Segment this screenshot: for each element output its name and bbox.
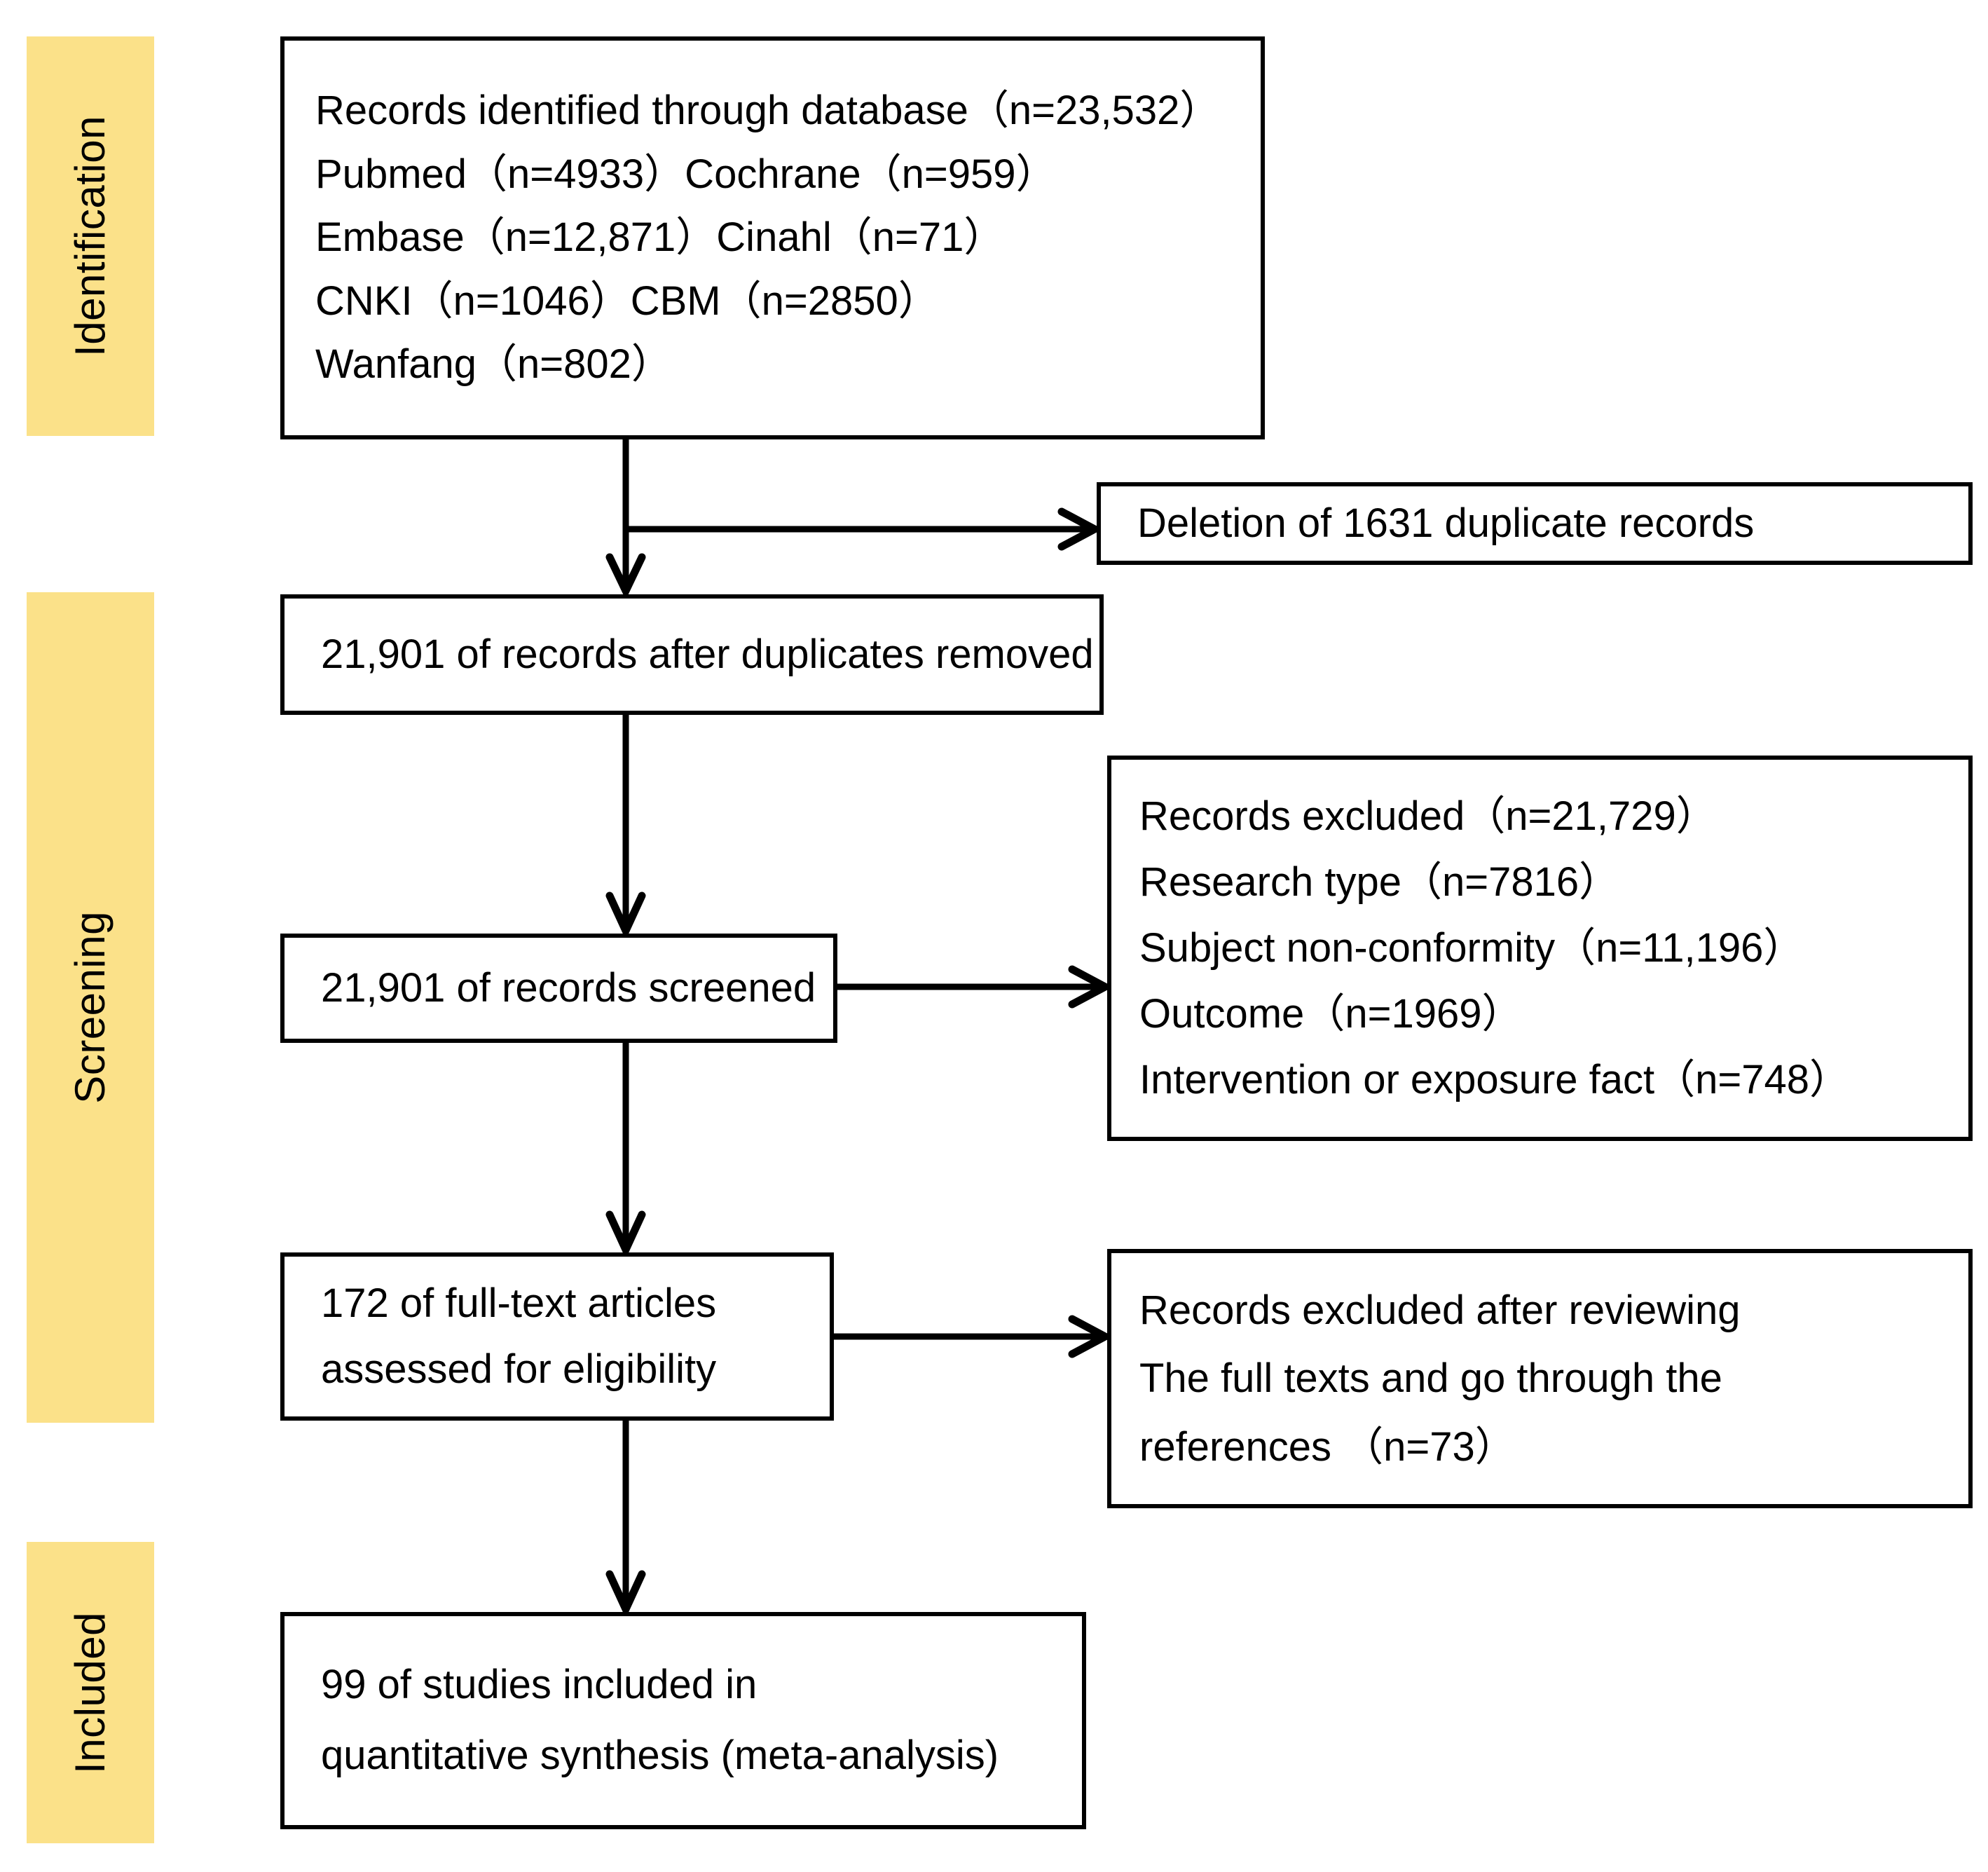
box-line: Records identified through database（n=23… [315, 88, 1221, 134]
fulltext-assessed-box: 172 of full-text articles assessed for e… [280, 1252, 834, 1421]
stage-band-screening: Screening [27, 592, 154, 1423]
records-excluded-after-review-box: Records excluded after reviewing The ful… [1107, 1249, 1973, 1508]
box-line: assessed for eligibility [321, 1346, 717, 1392]
box-line: Outcome（n=1969） [1139, 990, 1523, 1037]
connector-identified-to-duplicates [626, 507, 1103, 551]
studies-included-box: 99 of studies included in quantitative s… [280, 1612, 1086, 1829]
connector-identified-to-after-dupes [605, 439, 646, 600]
box-line: 21,901 of records screened [321, 964, 816, 1011]
connector-fulltext-to-excluded-review [834, 1315, 1113, 1358]
box-line: Deletion of 1631 duplicate records [1137, 500, 1755, 546]
records-identified-box: Records identified through database（n=23… [280, 36, 1265, 439]
box-line: references （n=73） [1139, 1423, 1516, 1470]
box-line: Records excluded after reviewing [1139, 1287, 1741, 1333]
box-line: Research type（n=7816） [1139, 859, 1620, 906]
records-screened-box: 21,901 of records screened [280, 934, 837, 1043]
box-line: The full texts and go through the [1139, 1355, 1722, 1402]
box-line: Intervention or exposure fact（n=748） [1139, 1056, 1850, 1102]
stage-label-identification: Identification [67, 116, 114, 357]
box-line: Embase（n=12,871）Cinahl（n=71） [315, 214, 1005, 261]
duplicates-deleted-box: Deletion of 1631 duplicate records [1097, 482, 1973, 565]
stage-band-identification: Identification [27, 36, 154, 436]
box-line: 172 of full-text articles [321, 1280, 717, 1327]
stage-label-included: Included [67, 1611, 114, 1774]
connector-screened-to-excluded [837, 965, 1113, 1009]
records-after-duplicates-box: 21,901 of records after duplicates remov… [280, 594, 1104, 715]
box-line: Subject non-conformity（n=11,196） [1139, 925, 1804, 971]
box-line: Pubmed（n=4933）Cochrane（n=959） [315, 151, 1057, 197]
stage-label-screening: Screening [67, 911, 114, 1104]
box-line: CNKI（n=1046）CBM（n=2850） [315, 278, 939, 324]
connector-after-dupes-to-screened [605, 715, 646, 941]
stage-band-included: Included [27, 1542, 154, 1843]
box-line: quantitative synthesis (meta-analysis) [321, 1733, 999, 1778]
connector-screened-to-fulltext [605, 1043, 646, 1259]
records-excluded-box: Records excluded（n=21,729） Research type… [1107, 756, 1973, 1141]
box-line: 99 of studies included in [321, 1662, 758, 1708]
connector-fulltext-to-included [605, 1421, 646, 1619]
box-line: Wanfang（n=802） [315, 341, 672, 388]
box-line: 21,901 of records after duplicates remov… [321, 631, 1094, 677]
box-line: Records excluded（n=21,729） [1139, 793, 1717, 840]
